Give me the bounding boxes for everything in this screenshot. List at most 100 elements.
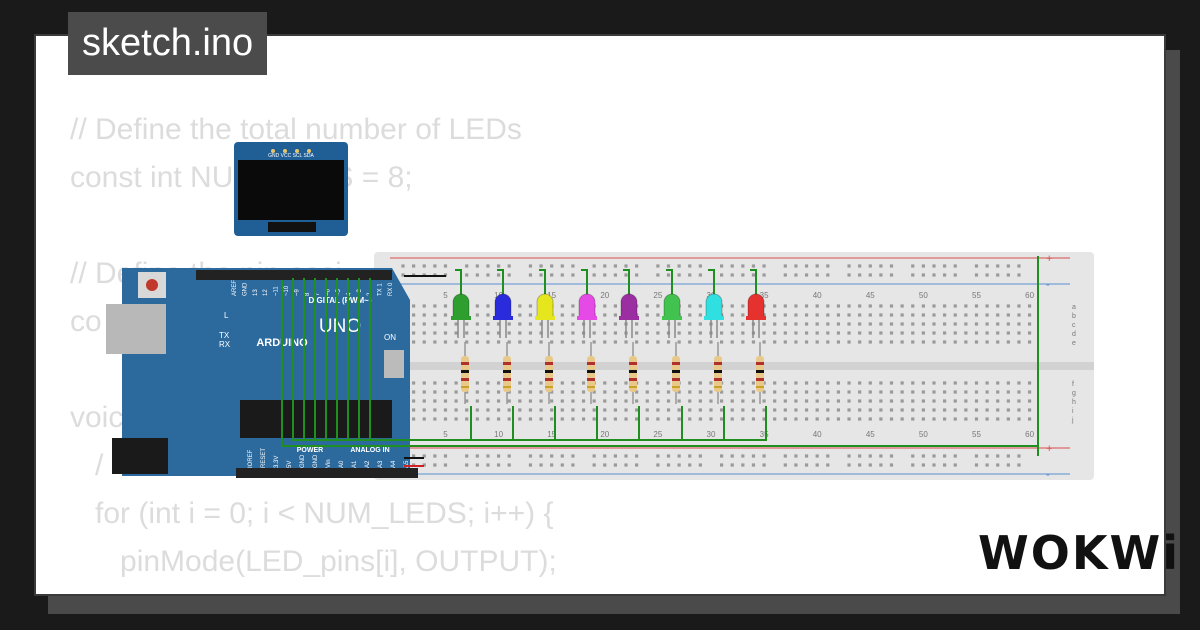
code-line: / — [70, 449, 104, 482]
rail-minus-bottom: - — [1046, 469, 1050, 481]
resistor[interactable] — [545, 342, 553, 404]
file-tab[interactable]: sketch.ino — [68, 12, 268, 75]
ground-wire — [455, 269, 462, 298]
column-number: 10 — [494, 430, 503, 439]
resistor[interactable] — [587, 342, 595, 404]
pin-label: A2 — [365, 460, 371, 468]
pin-label: ~5 — [336, 288, 342, 296]
pin-label: AREF — [232, 280, 238, 296]
led[interactable] — [746, 293, 766, 338]
led-array — [451, 293, 766, 404]
column-number: 30 — [707, 430, 716, 439]
row-letter: g — [1072, 390, 1076, 397]
led[interactable] — [619, 293, 639, 338]
rail-minus-top: - — [1046, 279, 1050, 291]
resistor[interactable] — [714, 342, 722, 404]
header-bottom — [236, 468, 418, 478]
row-letter: a — [1072, 304, 1076, 311]
column-number: 20 — [600, 430, 609, 439]
resistor[interactable] — [461, 342, 469, 404]
resistor[interactable] — [629, 342, 637, 404]
rx-label: RX — [219, 340, 231, 349]
resistor[interactable] — [503, 342, 511, 404]
column-number: 25 — [653, 430, 662, 439]
pin-label: 3.3V — [274, 456, 280, 468]
column-number: 45 — [866, 291, 875, 300]
led[interactable] — [662, 293, 682, 338]
code-line: } — [70, 586, 1032, 594]
column-number: 5 — [443, 291, 448, 300]
uno-label: UNO — [319, 316, 361, 337]
breadboard-column-numbers: 1155101015152020252530303535404045455050… — [401, 291, 1035, 439]
column-number: 55 — [972, 430, 981, 439]
on-label: ON — [384, 333, 396, 342]
led[interactable] — [493, 293, 513, 338]
led[interactable] — [535, 293, 555, 338]
digital-label: DIGITAL (PWM~) — [308, 296, 371, 305]
resistor[interactable] — [756, 342, 764, 404]
row-letter: i — [1072, 408, 1074, 415]
pin-label: 12 — [263, 289, 269, 296]
column-number: 20 — [600, 291, 609, 300]
led-wire — [292, 278, 767, 441]
ground-wire — [623, 269, 630, 298]
oled-display[interactable]: GND VCC SCL SDA — [234, 142, 348, 236]
pin-label: GND — [313, 454, 319, 468]
column-number: 50 — [919, 291, 928, 300]
ground-wire — [581, 269, 588, 298]
led[interactable] — [577, 293, 597, 338]
tx-label: TX — [219, 331, 230, 340]
pin-label: TX 1 — [378, 283, 384, 296]
rail-plus-top: + — [1046, 253, 1052, 265]
column-number: 35 — [760, 430, 769, 439]
pin-label: A4 — [391, 460, 397, 468]
column-number: 60 — [1025, 291, 1034, 300]
ground-wire — [708, 269, 715, 298]
ground-wire — [750, 269, 757, 298]
pin-label: 5V — [287, 461, 293, 468]
code-line: // Define the total number of LEDs — [70, 113, 522, 146]
pin-label: 13 — [253, 289, 259, 296]
resistor[interactable] — [672, 342, 680, 404]
wokwi-logo: WOKWi — [978, 526, 1180, 580]
pin-label: A5 — [404, 460, 410, 468]
row-letter: b — [1072, 313, 1076, 320]
pin-label: 8 — [305, 292, 311, 296]
row-letter: f — [1072, 381, 1074, 388]
column-number: 15 — [547, 430, 556, 439]
oled-pin-labels: GND VCC SCL SDA — [268, 153, 314, 159]
column-number: 40 — [813, 291, 822, 300]
row-letter: h — [1072, 399, 1076, 406]
ground-wire — [666, 269, 673, 298]
led[interactable] — [451, 293, 471, 338]
pin-label: A0 — [339, 460, 345, 468]
pin-label: RX 0 — [388, 282, 394, 296]
pin-label: ~9 — [294, 288, 300, 296]
rail-plus-bottom: + — [1046, 443, 1052, 455]
pin-label: GND — [242, 282, 248, 296]
column-number: 60 — [1025, 430, 1034, 439]
row-letter: c — [1072, 322, 1076, 329]
pin-label: 7 — [315, 292, 321, 296]
pin-label: ~10 — [284, 285, 290, 296]
column-number: 40 — [813, 430, 822, 439]
led[interactable] — [704, 293, 724, 338]
usb-port — [106, 304, 166, 354]
code-line: voic — [70, 401, 124, 434]
wires — [281, 256, 1039, 467]
pin-label: ~11 — [274, 286, 280, 296]
column-number: 25 — [653, 291, 662, 300]
row-letter: j — [1071, 417, 1074, 424]
column-number: 45 — [866, 430, 875, 439]
code-line: co — [70, 305, 102, 338]
common-wire — [281, 280, 1038, 447]
header-top — [196, 270, 392, 280]
pin-label: A1 — [352, 460, 358, 468]
pin-label: RESET — [261, 448, 267, 468]
power-label: POWER — [297, 447, 323, 454]
